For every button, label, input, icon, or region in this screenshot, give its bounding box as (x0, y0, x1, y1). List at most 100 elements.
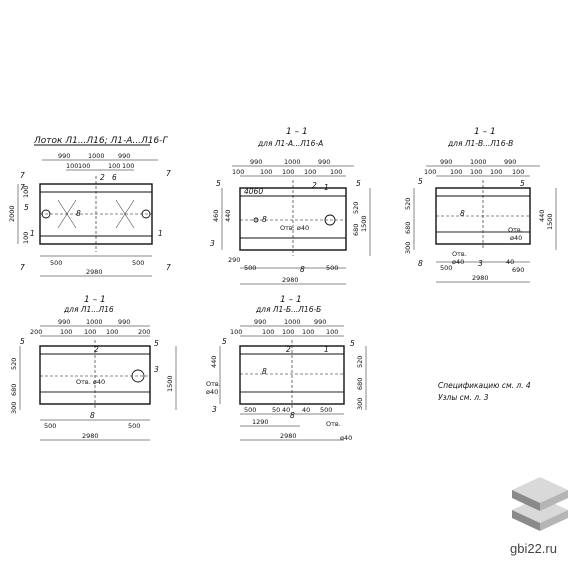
dim-990: 990 (440, 158, 452, 166)
note-spec: Спецификацию см. л. 4 (438, 381, 531, 390)
dim-300: 300 (404, 242, 412, 254)
dim-500: 500 (320, 406, 332, 414)
hole-mark (324, 214, 336, 226)
dim-100: 100 (260, 168, 272, 176)
callout-1: 1 (324, 183, 329, 192)
dim-100: 100 (282, 168, 294, 176)
dim-990: 990 (504, 158, 516, 166)
dim-40: 40 (302, 406, 310, 414)
callout-3: 3 (212, 405, 217, 414)
dim-500: 500 (244, 264, 256, 272)
callout-5: 5 (154, 339, 159, 348)
callout-5: 5 (350, 339, 355, 348)
dim-690: 690 (512, 266, 524, 274)
dim-100: 100 (106, 328, 118, 336)
hole-dia: ø40 (510, 234, 522, 242)
callout-8: 8 (300, 265, 305, 274)
hole-mark (141, 209, 151, 219)
callout-7: 7 (166, 169, 171, 178)
notes: Спецификацию см. л. 4 Узлы см. л. 3 (438, 381, 531, 402)
dim-990: 990 (318, 158, 330, 166)
dim-2000: 2000 (8, 205, 16, 222)
dim-200: 200 (30, 328, 42, 336)
dim-100: 100 (230, 328, 242, 336)
dim-2980: 2980 (82, 432, 99, 440)
dim-500: 500 (128, 422, 140, 430)
view-section-A: 1 – 1 для Л1-А...Л16-А 990 1000 990 100 … (210, 127, 371, 285)
dim-100: 100 (302, 328, 314, 336)
dim-100-c: 100 (108, 162, 120, 170)
dim-1000: 1000 (284, 158, 301, 166)
dim-100: 100 (330, 168, 342, 176)
watermark-site: gbi22.ru (510, 541, 557, 556)
dim-2980: 2980 (282, 276, 299, 284)
hatch (115, 199, 135, 229)
hole-label: Отв. (206, 380, 221, 388)
dim-100: 100 (512, 168, 524, 176)
dim-300: 300 (10, 402, 18, 414)
callout-2: 2 (286, 345, 291, 354)
hole-label: Отв. ø40 (76, 378, 105, 386)
dim-500: 500 (326, 264, 338, 272)
dim-4060: 4060 (244, 187, 263, 196)
dim-440: 440 (210, 356, 218, 368)
dim-1000: 1000 (284, 318, 301, 326)
section-title: 1 – 1 (286, 127, 308, 137)
callout-2: 2 (312, 181, 317, 190)
callout-3: 3 (478, 259, 483, 268)
hole-label: Отв. (452, 250, 467, 258)
dim-100: 100 (262, 328, 274, 336)
view-subtitle: для Л1...Л16 (63, 305, 114, 314)
callout-2: 2 (94, 345, 99, 354)
dim-2980: 2980 (472, 274, 489, 282)
callout-6: 6 (112, 173, 117, 182)
dim-100-a: 100 (66, 162, 78, 170)
hatch (57, 199, 77, 229)
dim-680: 680 (356, 378, 364, 390)
dim-500: 500 (244, 406, 256, 414)
dim-100: 100 (60, 328, 72, 336)
view-plan-top-left: Лоток Л1...Л16; Л1-А...Л16-Г 990 1000 99… (8, 136, 171, 277)
logo-slab-front (540, 510, 568, 531)
hole-dia: ø40 (206, 388, 218, 396)
dim-1000-a: 1000 (88, 152, 105, 160)
dim-2980: 2980 (280, 432, 297, 440)
dim-100: 100 (232, 168, 244, 176)
callout-7: 7 (20, 183, 25, 192)
dim-1000: 1000 (470, 158, 487, 166)
callout-5: 5 (520, 179, 525, 188)
view-section-basic: 1 – 1 для Л1...Л16 990 1000 990 200 100 … (10, 295, 177, 441)
callout-5: 5 (216, 179, 221, 188)
dim-990-b: 990 (118, 152, 130, 160)
dim-500: 500 (440, 264, 452, 272)
section-mark-1: 1 (30, 229, 35, 238)
hole-label: Отв. (326, 420, 341, 428)
dim-290: 290 (228, 256, 240, 264)
dim-100: 100 (450, 168, 462, 176)
section-title: 1 – 1 (84, 295, 106, 305)
dim-440: 440 (224, 210, 232, 222)
dim-100: 100 (424, 168, 436, 176)
dim-440: 440 (538, 210, 546, 222)
view-subtitle: для Л1-В...Л16-В (447, 139, 513, 148)
logo-slab-side (512, 510, 540, 531)
dim-2980: 2980 (86, 268, 103, 276)
callout-8: 8 (460, 209, 465, 218)
watermark-logo: gbi22.ru (510, 477, 568, 556)
hole-mark (131, 369, 145, 383)
callout-5: 5 (356, 179, 361, 188)
dim-40: 40 (506, 258, 514, 266)
dim-520: 520 (10, 358, 18, 370)
section-title: 1 – 1 (280, 295, 302, 305)
dim-1000: 1000 (86, 318, 103, 326)
callout-5: 5 (20, 337, 25, 346)
dim-1290: 1290 (252, 418, 269, 426)
logo-slab-side (512, 490, 540, 511)
hole-mark (41, 209, 51, 219)
dim-990: 990 (314, 318, 326, 326)
callout-8: 8 (262, 215, 267, 224)
dim-990: 990 (250, 158, 262, 166)
section-mark-1: 1 (158, 229, 163, 238)
dim-100-f: 100 (22, 232, 30, 244)
